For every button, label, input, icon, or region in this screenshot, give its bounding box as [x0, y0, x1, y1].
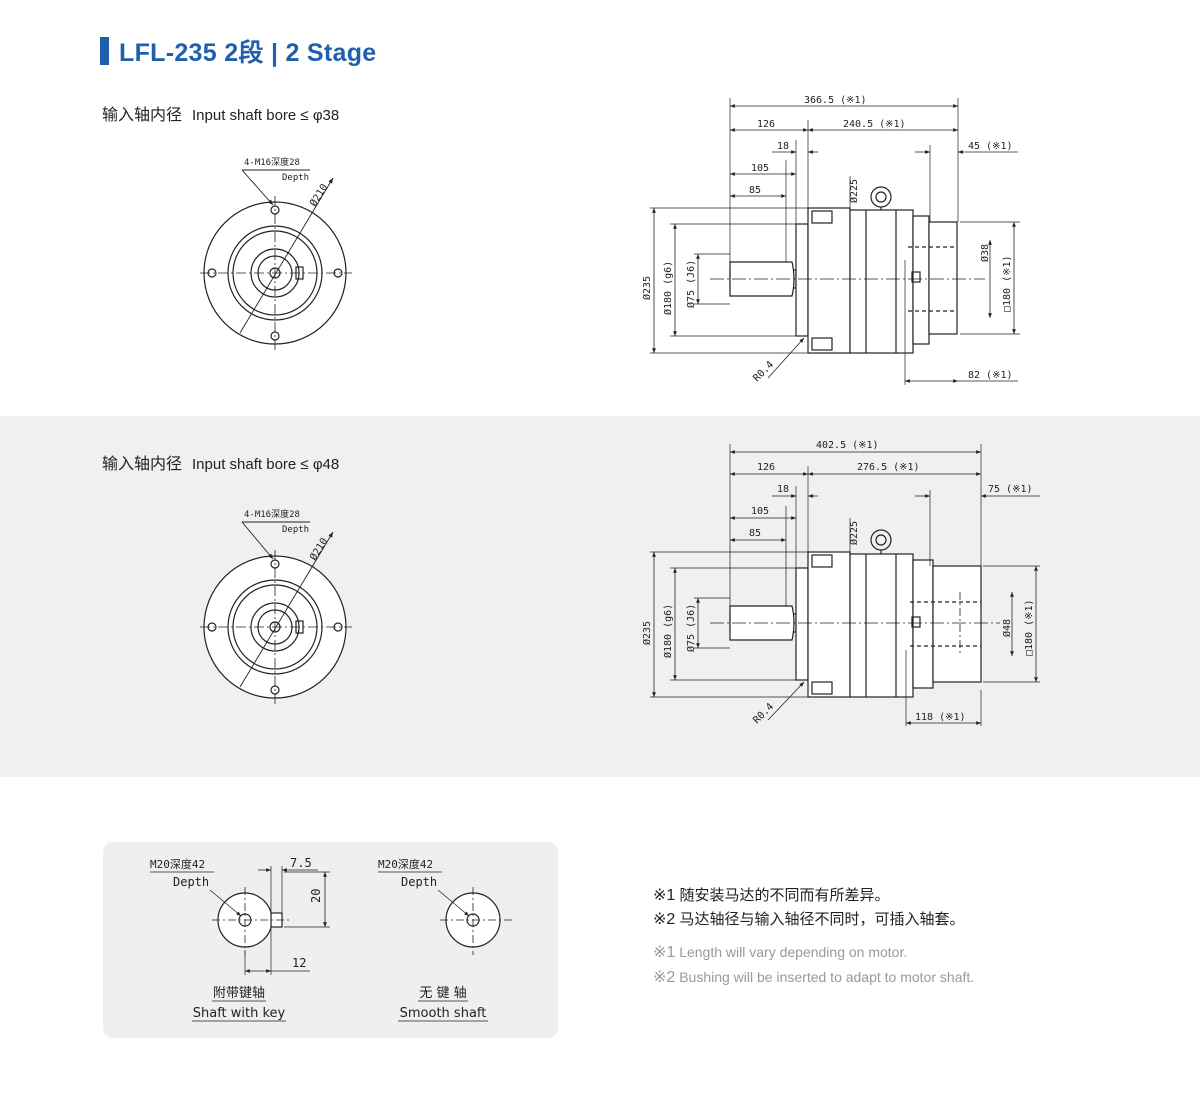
keyed-label-cn: 附带键轴 — [213, 986, 265, 1001]
note-en-1: ※1 Length will vary depending on motor. — [653, 944, 908, 961]
section2-bore-en: Input shaft bore ≤ φ48 — [192, 456, 340, 473]
s1-dim-85: 85 — [749, 185, 761, 196]
section2-bore-cn: 输入轴内径 — [102, 456, 183, 473]
s2-dim-105: 105 — [751, 506, 769, 517]
section1-depth-label: Depth — [282, 173, 309, 183]
section1-pcd-label: Ø210 — [307, 182, 330, 209]
section2-tap-label: 4-M16深度28 — [244, 508, 300, 520]
s2-dim-18: 18 — [777, 484, 789, 495]
smooth-label-en: Smooth shaft — [400, 1006, 487, 1021]
keyed-dim-20: 20 — [309, 889, 323, 903]
section1-side-view — [650, 98, 1020, 385]
s2-dim-180g6: Ø180 (g6) — [662, 604, 674, 658]
s1-dim-225: Ø225 — [848, 179, 860, 203]
keyed-tap-label: M20深度42 — [150, 857, 205, 871]
s1-dim-bore: Ø38 — [979, 244, 991, 262]
keyed-label-en: Shaft with key — [193, 1006, 286, 1021]
note-cn-2: ※2 马达轴径与输入轴径不同时，可插入轴套。 — [653, 911, 965, 928]
s2-dim-225: Ø225 — [848, 521, 860, 545]
s1-dim-126: 126 — [757, 119, 775, 130]
smooth-label-cn: 无 键 轴 — [419, 986, 466, 1001]
s1-dim-18: 18 — [777, 141, 789, 152]
s1-dim-82: 82 (※1) — [968, 370, 1013, 381]
s1-dim-180g6: Ø180 (g6) — [662, 261, 674, 315]
page-title: LFL-235 2段 | 2 Stage — [100, 34, 377, 68]
s1-dim-235: Ø235 — [641, 276, 653, 300]
s2-dim-85: 85 — [749, 528, 761, 539]
s1-dim-105: 105 — [751, 163, 769, 174]
s1-dim-square: □180 (※1) — [1002, 255, 1013, 312]
section2-front-view — [200, 521, 352, 704]
s2-dim-118: 118 (※1) — [915, 712, 966, 723]
s2-dim-235: Ø235 — [641, 621, 653, 645]
s2-dim-overall: 402.5 (※1) — [816, 440, 879, 451]
section1-tap-label: 4-M16深度28 — [244, 156, 300, 168]
section1-bore-label: 输入轴内径 Input shaft bore ≤ φ38 — [102, 101, 339, 125]
section2-background — [0, 416, 1200, 777]
s2-dim-126: 126 — [757, 462, 775, 473]
s1-dim-75j6: Ø75 (J6) — [685, 260, 697, 308]
s1-dim-240: 240.5 (※1) — [843, 119, 906, 130]
s2-dim-276: 276.5 (※1) — [857, 462, 920, 473]
s2-dim-75: 75 (※1) — [988, 484, 1033, 495]
keyed-depth-label: Depth — [173, 875, 209, 889]
section1-bore-cn: 输入轴内径 — [102, 107, 183, 124]
s1-dim-45: 45 (※1) — [968, 141, 1013, 152]
keyed-dim-7-5: 7.5 — [290, 856, 312, 870]
title-text: LFL-235 2段 | 2 Stage — [119, 39, 377, 67]
section2-side-view — [650, 444, 1040, 726]
s1-dim-radius: R0.4 — [751, 359, 776, 384]
title-accent-bar — [100, 37, 109, 65]
section2-bore-label: 输入轴内径 Input shaft bore ≤ φ48 — [102, 450, 339, 474]
smooth-shaft-drawing — [378, 871, 513, 955]
s2-dim-bore: Ø48 — [1001, 619, 1013, 637]
s1-dim-overall: 366.5 (※1) — [804, 95, 867, 106]
s2-dim-square: □180 (※1) — [1024, 599, 1035, 656]
smooth-depth-label: Depth — [401, 875, 437, 889]
smooth-tap-label: M20深度42 — [378, 857, 433, 871]
section2-depth-label: Depth — [282, 525, 309, 535]
keyed-shaft-drawing — [150, 866, 330, 975]
s2-dim-75j6: Ø75 (J6) — [685, 604, 697, 652]
section2-pcd-label: Ø210 — [307, 536, 330, 563]
notes: ※1 随安装马达的不同而有所差异。 ※2 马达轴径与输入轴径不同时，可插入轴套。… — [653, 884, 974, 990]
section1-front-view — [200, 169, 352, 350]
note-en-2: ※2 Bushing will be inserted to adapt to … — [653, 969, 975, 986]
keyed-dim-12: 12 — [292, 956, 306, 970]
section1-bore-en: Input shaft bore ≤ φ38 — [192, 107, 340, 124]
note-cn-1: ※1 随安装马达的不同而有所差异。 — [653, 887, 890, 904]
s2-dim-radius: R0.4 — [751, 701, 776, 726]
